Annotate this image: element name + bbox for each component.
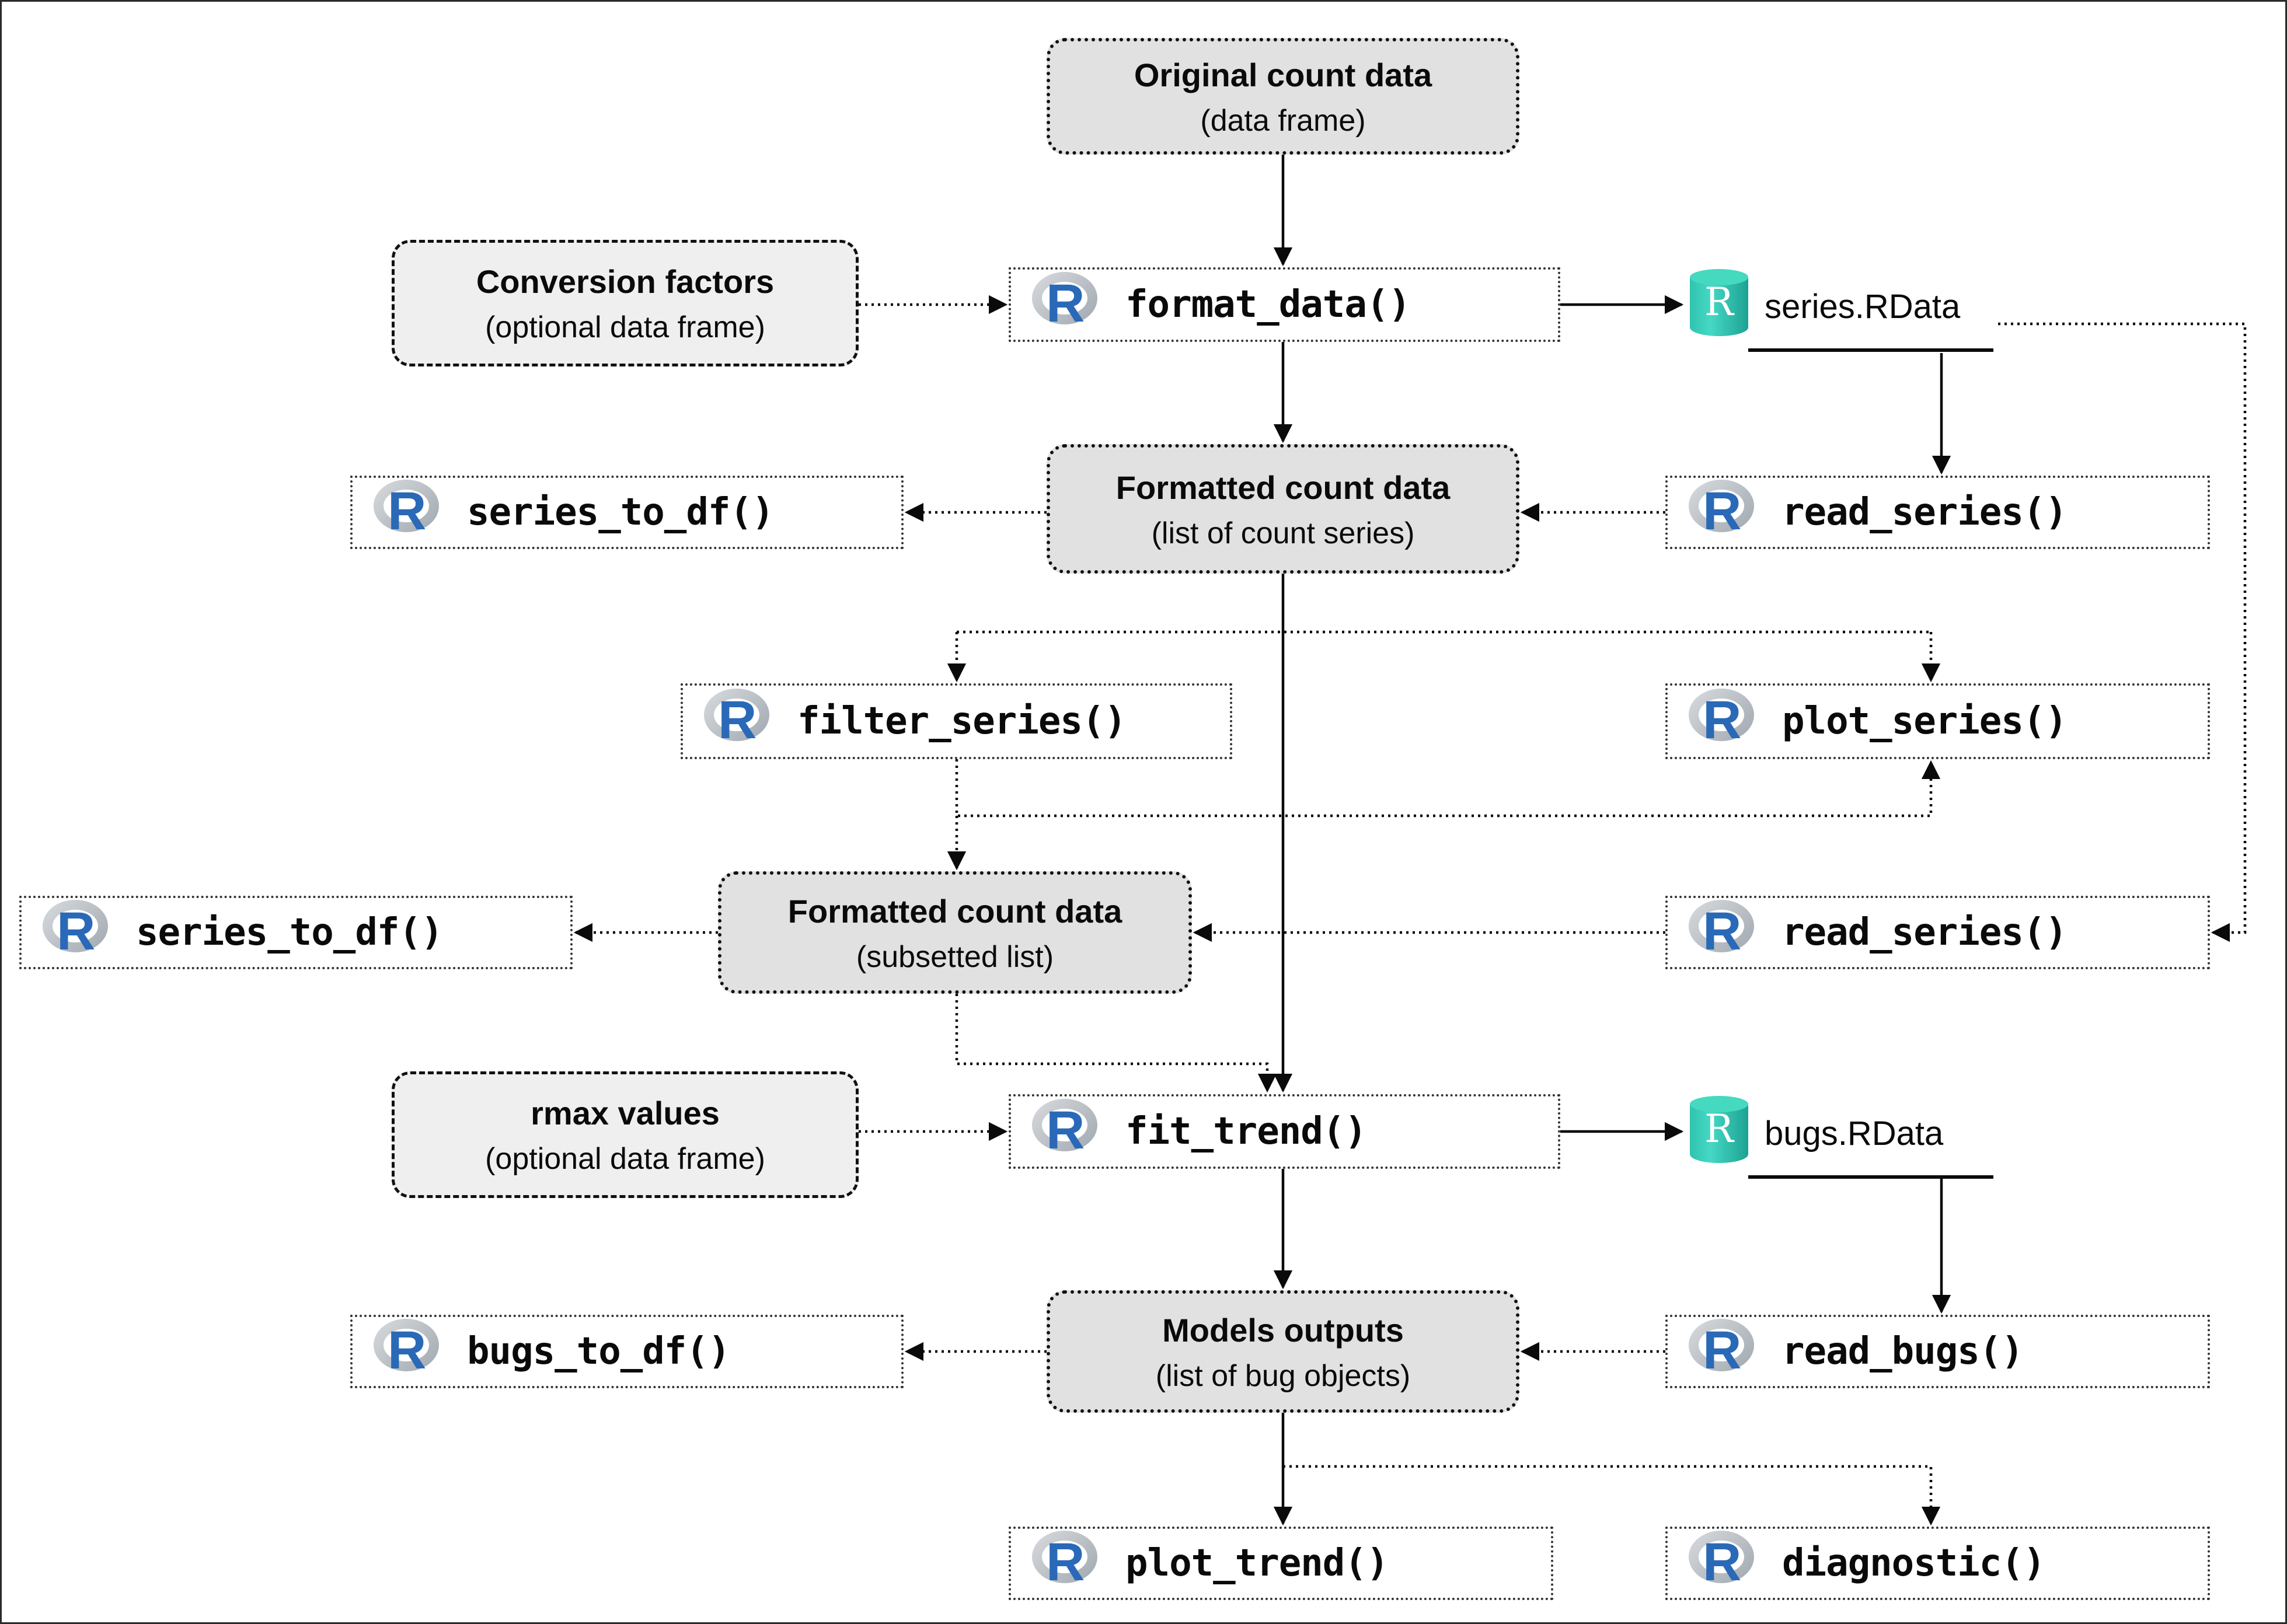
r-logo-icon: R (1683, 480, 1770, 545)
function-label: bugs_to_df() (467, 1330, 730, 1373)
node-title: Formatted count data (787, 892, 1122, 930)
function-label: fit_trend() (1125, 1110, 1367, 1153)
r-logo-icon: R (1026, 1099, 1114, 1164)
node-formatted-count-data: Formatted count data (list of count seri… (1047, 444, 1519, 574)
file-label: series.RData (1765, 287, 1961, 326)
function-label: filter_series() (797, 700, 1127, 743)
node-formatted-count-data-subsetted: Formatted count data (subsetted list) (718, 871, 1192, 994)
fn-series-to-df-2: R series_to_df() (19, 896, 573, 969)
node-title: Models outputs (1162, 1311, 1404, 1349)
fn-read-bugs: R read_bugs() (1665, 1315, 2210, 1388)
fn-filter-series: R filter_series() (681, 683, 1232, 759)
fn-format-data: R format_data() (1009, 267, 1560, 342)
file-underline (1748, 1175, 1993, 1179)
file-label: bugs.RData (1765, 1114, 1944, 1152)
file-bugs-rdata: R bugs.RData (1690, 1096, 1943, 1171)
r-logo-icon: R (698, 689, 786, 754)
function-label: series_to_df() (467, 491, 774, 534)
node-original-count-data: Original count data (data frame) (1047, 38, 1519, 155)
edge-models-to-diagnostic (1283, 1465, 1941, 1526)
r-logo-icon: R (368, 1319, 455, 1384)
node-subtitle: (list of bug objects) (1155, 1358, 1411, 1393)
node-title: Original count data (1134, 56, 1432, 93)
node-rmax-values: rmax values (optional data frame) (392, 1071, 859, 1198)
node-conversion-factors: Conversion factors (optional data frame) (392, 240, 859, 366)
function-label: read_series() (1782, 911, 2068, 954)
node-subtitle: (optional data frame) (485, 1142, 765, 1176)
file-series-rdata: R series.RData (1690, 269, 1960, 344)
function-label: plot_series() (1782, 700, 2068, 743)
fn-plot-series: R plot_series() (1665, 683, 2210, 759)
function-label: series_to_df() (136, 911, 443, 954)
function-label: read_series() (1782, 491, 2068, 534)
node-subtitle: (optional data frame) (485, 310, 765, 345)
function-label: read_bugs() (1782, 1330, 2024, 1373)
fn-read-series-2: R read_series() (1665, 896, 2210, 969)
rdata-database-icon: R (1690, 1096, 1748, 1171)
fn-bugs-to-df: R bugs_to_df() (350, 1315, 904, 1388)
edge-subsetted-to-fit-trend (955, 994, 1277, 1093)
r-logo-icon: R (1683, 1531, 1770, 1596)
r-logo-icon: R (1683, 689, 1770, 754)
fn-fit-trend: R fit_trend() (1009, 1094, 1560, 1169)
node-models-outputs: Models outputs (list of bug objects) (1047, 1290, 1519, 1413)
fn-read-series-1: R read_series() (1665, 476, 2210, 549)
edge-series-rdata-to-read-series-2 (1998, 322, 2247, 942)
node-subtitle: (subsetted list) (856, 940, 1054, 974)
node-subtitle: (data frame) (1200, 103, 1366, 138)
function-label: plot_trend() (1125, 1542, 1389, 1585)
rdata-database-icon: R (1690, 269, 1748, 344)
r-logo-icon: R (1026, 272, 1114, 337)
node-title: rmax values (531, 1095, 720, 1132)
r-logo-icon: R (1026, 1531, 1114, 1596)
function-label: diagnostic() (1782, 1542, 2045, 1585)
node-title: Conversion factors (476, 263, 775, 301)
file-underline (1748, 348, 1993, 352)
fn-diagnostic: R diagnostic() (1665, 1527, 2210, 1600)
node-subtitle: (list of count series) (1151, 516, 1415, 550)
function-label: format_data() (1125, 283, 1411, 326)
r-logo-icon: R (1683, 1319, 1770, 1384)
r-logo-icon: R (1683, 900, 1770, 965)
node-title: Formatted count data (1115, 469, 1451, 506)
fn-plot-trend: R plot_trend() (1009, 1527, 1553, 1600)
edge-filter-series-to-plot-series (955, 759, 1941, 818)
fn-series-to-df-1: R series_to_df() (350, 476, 904, 549)
r-logo-icon: R (368, 480, 455, 545)
r-logo-icon: R (37, 900, 124, 965)
